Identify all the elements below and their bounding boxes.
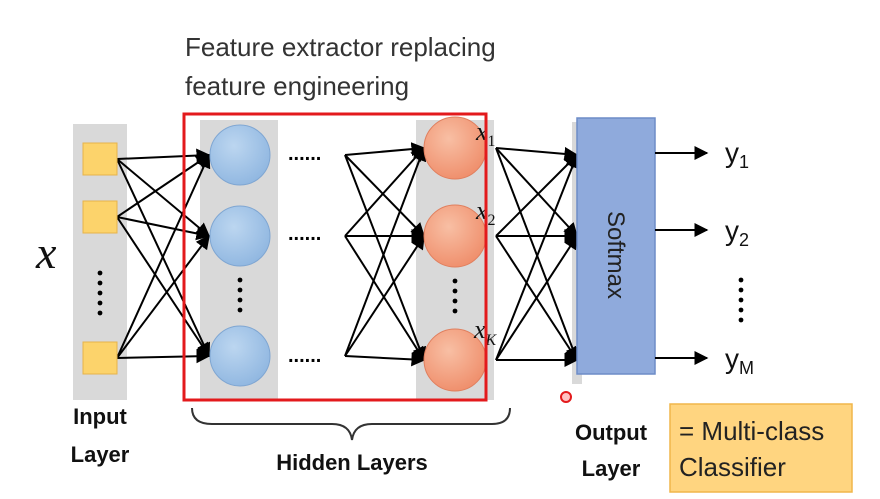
output-ellipsis <box>738 277 744 323</box>
connections <box>116 142 580 367</box>
caption-line-2: feature engineering <box>185 71 409 101</box>
input-ellipsis <box>97 270 103 316</box>
edge-feature-softmax-2-0 <box>495 153 579 361</box>
edge-input-hidden-0-1 <box>116 158 211 237</box>
edge-feature-softmax-1-0 <box>495 154 578 237</box>
input-node-1 <box>82 142 118 176</box>
input-symbol: x <box>35 227 57 278</box>
feature-extractor-highlight <box>182 112 488 402</box>
edge-input-hidden-0-0 <box>116 148 211 163</box>
output-label-ym: yM <box>725 343 754 378</box>
input-label-line-2: Layer <box>71 442 130 467</box>
softmax-label: Softmax <box>602 211 629 299</box>
output-label-y2: y2 <box>725 215 749 250</box>
caption-line-1: Feature extractor replacing <box>185 32 496 62</box>
hidden-ellipsis-vertical <box>237 277 243 313</box>
edge-hidden-feature-0-0 <box>344 142 426 157</box>
feature-label-xk: xK <box>473 315 498 349</box>
output-arrows <box>655 146 709 365</box>
edge-hidden-feature-0-2 <box>344 154 427 362</box>
hidden-node-2 <box>209 205 271 267</box>
feature-ellipsis <box>452 278 458 314</box>
input-node-2 <box>82 200 118 234</box>
classifier-note-line-2: Classifier <box>679 452 786 482</box>
edge-hidden-feature-0-1 <box>344 154 425 238</box>
hidden-layers-brace <box>191 407 511 441</box>
edge-hidden-feature-2-1 <box>344 234 425 357</box>
edge-input-hidden-2-2 <box>116 349 211 364</box>
hidden-layers-label: Hidden Layers <box>276 450 428 475</box>
output-label-line-2: Layer <box>582 456 641 481</box>
classifier-note-box <box>669 403 853 493</box>
edge-hidden-feature-1-2 <box>344 235 425 362</box>
hidden-dots-row-n: ...... <box>288 345 321 367</box>
input-node-n <box>82 341 118 375</box>
edge-hidden-feature-2-2 <box>344 352 426 367</box>
hidden-dots-row-2: ...... <box>288 223 321 245</box>
hidden-node-1 <box>209 124 271 186</box>
edge-input-hidden-1-1 <box>116 216 211 241</box>
edge-feature-softmax-2-1 <box>495 234 578 361</box>
edge-feature-softmax-0-1 <box>495 147 578 238</box>
edge-feature-softmax-0-0 <box>495 146 579 161</box>
input-label-line-1: Input <box>73 404 127 429</box>
classifier-note-line-1: = Multi-class <box>679 416 824 446</box>
edge-input-hidden-2-0 <box>116 153 211 359</box>
hidden-node-n <box>209 325 271 387</box>
edge-feature-softmax-0-2 <box>495 147 580 362</box>
edge-input-hidden-2-1 <box>116 234 210 359</box>
output-label-line-1: Output <box>575 420 648 445</box>
softmax-box <box>576 117 656 375</box>
edge-hidden-feature-1-0 <box>344 146 425 237</box>
pointer-cursor <box>560 391 572 403</box>
output-label-y1: y1 <box>725 137 749 172</box>
edge-hidden-feature-2-0 <box>344 146 427 357</box>
edge-input-hidden-1-0 <box>116 154 211 218</box>
hidden-dots-row-1: ...... <box>288 143 321 165</box>
edge-input-hidden-1-2 <box>116 216 210 358</box>
